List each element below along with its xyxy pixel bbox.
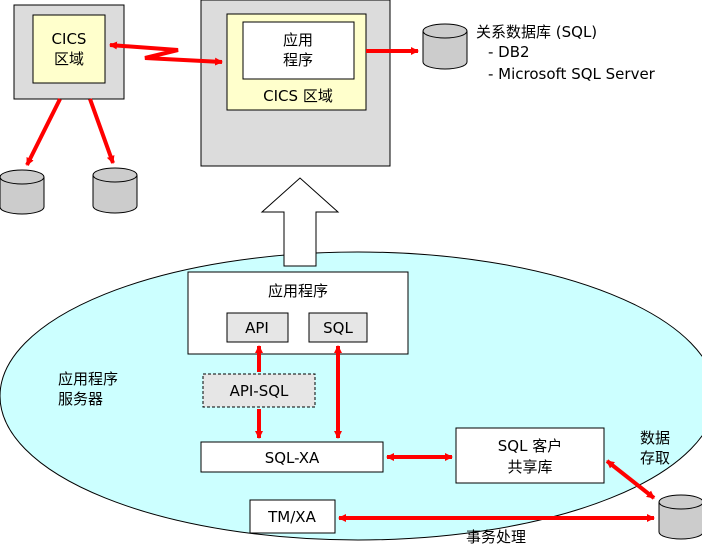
rdb-title: 关系数据库 (SQL) <box>476 23 597 41</box>
cics-region-label: CICS 区域 <box>263 87 333 105</box>
data-access-line2: 存取 <box>640 449 670 467</box>
data-access-line1: 数据 <box>640 429 670 447</box>
rdb-item-mssql: - Microsoft SQL Server <box>488 65 656 83</box>
cics-to-db-left-1-arrow <box>25 98 62 166</box>
app-box-label: 应用程序 <box>268 282 328 300</box>
sqlxa-label: SQL-XA <box>265 449 320 467</box>
api-box <box>226 312 289 343</box>
app-server-label-line2: 服务器 <box>58 390 103 408</box>
transaction-label: 事务处理 <box>466 528 526 545</box>
tmxa-box <box>249 499 336 534</box>
tmxa-label: TM/XA <box>267 508 316 526</box>
cics-left-line1: CICS <box>52 30 87 48</box>
database-cylinder-left-1 <box>0 169 45 215</box>
cics-app-line2: 程序 <box>283 51 313 69</box>
data-access-database-cylinder <box>658 494 702 540</box>
data-access-arrow <box>605 459 656 500</box>
cics-to-db-left-2-arrow <box>88 98 115 164</box>
database-cylinder-left-2 <box>92 167 138 214</box>
cics-app-line1: 应用 <box>283 31 313 49</box>
cics-left-line2: 区域 <box>54 50 84 68</box>
hollow-up-arrow <box>260 177 340 267</box>
sqlxa-box <box>200 441 384 473</box>
api-sql-box <box>202 373 316 408</box>
shared-line1: SQL 客户 <box>498 437 562 455</box>
app-server-label-line1: 应用程序 <box>58 370 118 388</box>
sql-shared-library-box <box>455 427 605 484</box>
sql-box <box>308 312 368 343</box>
cics-link-zigzag-arrow <box>109 41 223 66</box>
relational-database-cylinder <box>422 23 468 70</box>
cics-application-box <box>242 21 355 80</box>
api-sql-label: API-SQL <box>230 382 289 400</box>
rdb-item-db2: - DB2 <box>488 43 530 61</box>
api-label: API <box>245 319 269 337</box>
shared-line2: 共享库 <box>507 458 552 476</box>
cics-region-left: CICS 区域 <box>13 4 125 100</box>
cics-region-center: 应用 程序 CICS 区域 <box>200 0 391 167</box>
application-program-box: 应用程序 API SQL <box>187 271 409 355</box>
sql-label: SQL <box>323 319 353 337</box>
